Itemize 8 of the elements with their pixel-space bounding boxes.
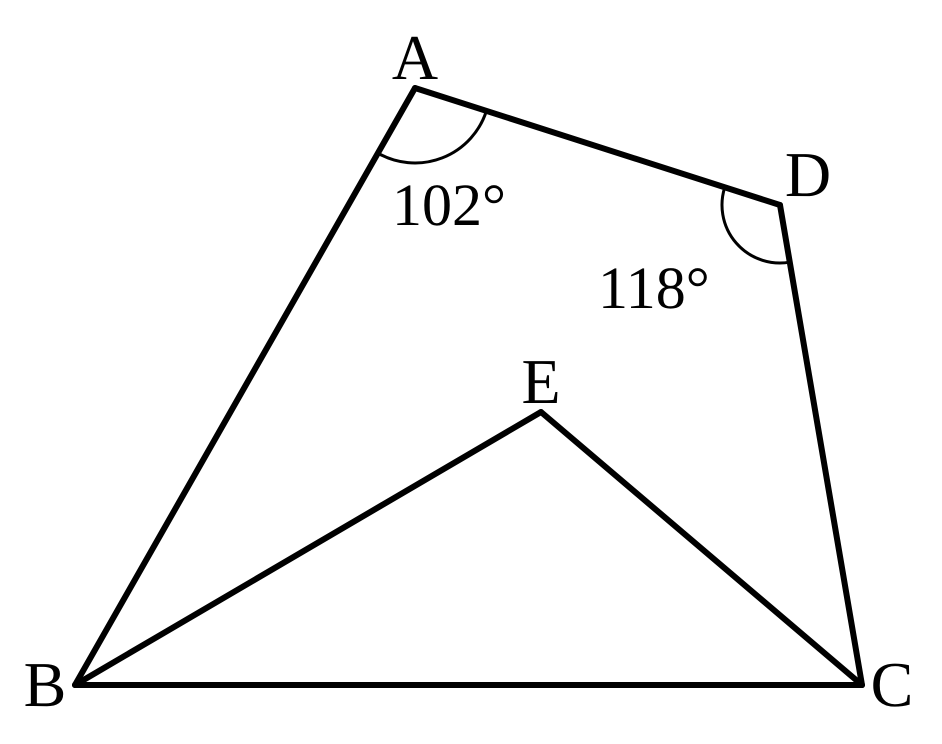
point-label: A <box>385 28 445 88</box>
angle-label: 118° <box>598 258 710 318</box>
point-label: B <box>15 655 75 715</box>
angle-label: 102° <box>392 175 506 235</box>
point-label: E <box>511 352 571 412</box>
line-segment <box>538 409 865 688</box>
point-label: D <box>780 145 836 205</box>
point-label: C <box>862 655 922 715</box>
